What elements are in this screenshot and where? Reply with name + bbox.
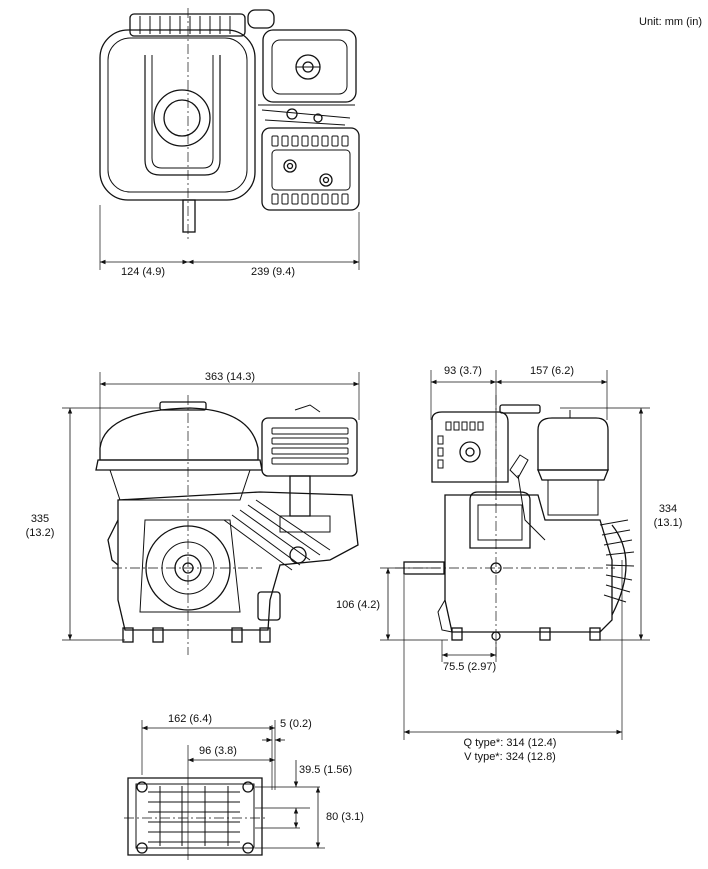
side-height-dim-2: (13.1) bbox=[654, 517, 683, 529]
front-width-dim: 363 (14.3) bbox=[205, 371, 255, 383]
base-center-dim: 96 (3.8) bbox=[199, 745, 237, 757]
top-dim-left: 124 (4.9) bbox=[121, 266, 165, 278]
side-view bbox=[380, 370, 650, 740]
side-height-dim-1: 334 bbox=[659, 503, 677, 515]
front-view bbox=[62, 372, 360, 655]
shaft-height-dim: 106 (4.2) bbox=[336, 599, 380, 611]
base-hole-offset-dim: 39.5 (1.56) bbox=[299, 764, 352, 776]
side-dim-left: 93 (3.7) bbox=[444, 365, 482, 377]
base-view bbox=[124, 720, 325, 860]
base-offset-dim: 75.5 (2.97) bbox=[443, 661, 496, 673]
base-width-dim: 162 (6.4) bbox=[168, 713, 212, 725]
side-dim-right: 157 (6.2) bbox=[530, 365, 574, 377]
top-view bbox=[99, 8, 360, 270]
v-type-dim: V type*: 324 (12.8) bbox=[464, 751, 556, 763]
unit-label: Unit: mm (in) bbox=[639, 16, 702, 28]
front-height-dim-2: (13.2) bbox=[26, 527, 55, 539]
base-hole-dim: 5 (0.2) bbox=[280, 718, 312, 730]
q-type-dim: Q type*: 314 (12.4) bbox=[464, 737, 557, 749]
top-dim-right: 239 (9.4) bbox=[251, 266, 295, 278]
front-height-dim-1: 335 bbox=[31, 513, 49, 525]
base-depth-dim: 80 (3.1) bbox=[326, 811, 364, 823]
